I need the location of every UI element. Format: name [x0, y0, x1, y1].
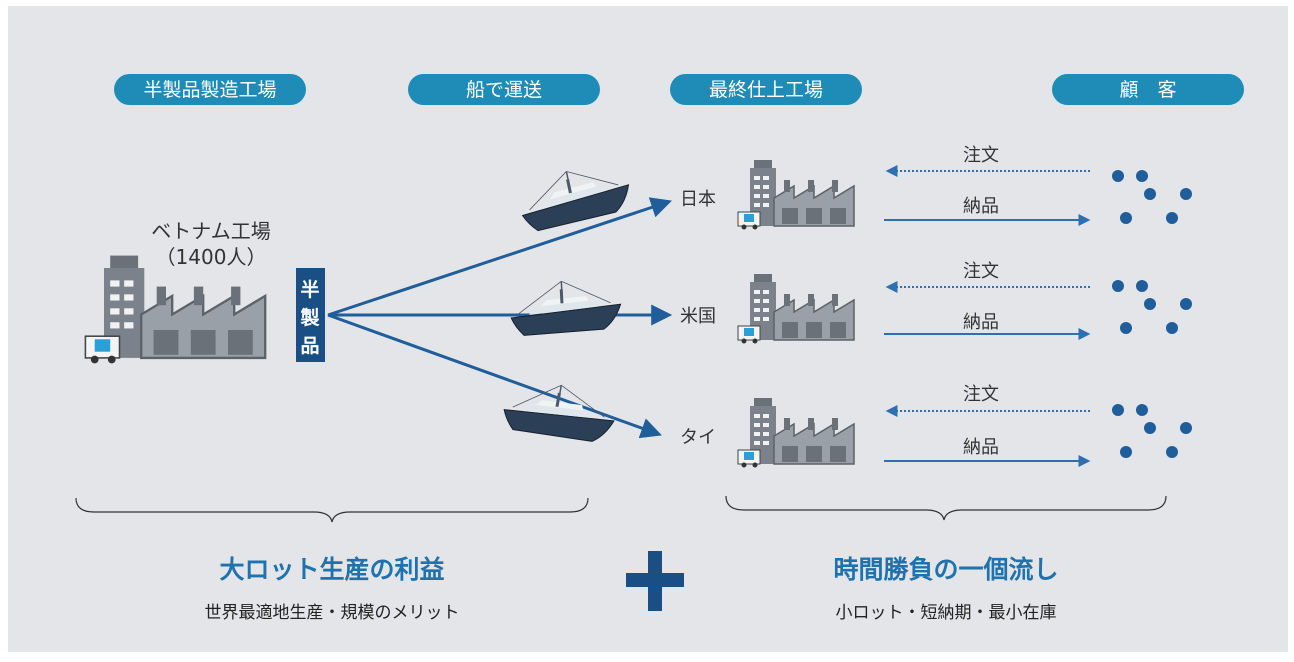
header-ship-transport: 船で運送 [466, 79, 542, 101]
customer-dots-icon [1112, 280, 1192, 334]
order-label: 注文 [963, 145, 999, 166]
pill-semi-product-factory [114, 74, 306, 105]
delivery-label: 納品 [963, 437, 999, 458]
diagram-canvas: 半製品製造工場 船で運送 最終仕上工場 顧 客 ベトナム工場 （1400人） 半… [8, 6, 1288, 652]
factory-icon [737, 397, 855, 469]
pill-ship-transport [408, 74, 600, 105]
flow-diagram: 半製品製造工場 船で運送 最終仕上工場 顧 客 ベトナム工場 （1400人） 半… [75, 74, 1244, 623]
header-pills: 半製品製造工場 船で運送 最終仕上工場 顧 客 [114, 74, 1244, 105]
order-delivery-thailand: 注文 納品 [884, 384, 1091, 467]
order-delivery-usa: 注文 納品 [884, 261, 1091, 340]
customer-dots-icon [1112, 170, 1192, 224]
ship-icon [508, 277, 623, 337]
pill-customer [1052, 74, 1244, 105]
left-summary-title: 大ロット生産の利益 [219, 555, 444, 584]
source-factory-headcount: （1400人） [156, 245, 267, 269]
right-summary-title: 時間勝負の一個流し [833, 555, 1058, 584]
delivery-label: 納品 [963, 312, 999, 333]
semi-product-box [296, 268, 325, 362]
order-label: 注文 [963, 384, 999, 405]
destination-label-thailand: タイ [680, 427, 716, 448]
destination-label-usa: 米国 [680, 306, 716, 327]
source-factory-name: ベトナム工場 [151, 219, 270, 243]
ship-icon [500, 375, 620, 448]
right-brace [725, 495, 1167, 521]
left-summary-subtitle: 世界最適地生産・規模のメリット [205, 603, 460, 623]
plus-icon [626, 551, 684, 611]
route-arrow-japan [327, 197, 672, 317]
order-delivery-japan: 注文 納品 [884, 145, 1091, 226]
left-brace [75, 497, 589, 523]
customer-dots-icon [1112, 404, 1192, 458]
shipping-routes [327, 197, 673, 439]
destination-label-japan: 日本 [680, 189, 716, 210]
order-label: 注文 [963, 261, 999, 282]
ship-icon [514, 158, 635, 234]
right-summary-subtitle: 小ロット・短納期・最小在庫 [836, 603, 1057, 623]
semi-product-char-1: 半 [300, 278, 319, 301]
delivery-label: 納品 [963, 196, 999, 217]
semi-product-char-3: 品 [300, 335, 319, 357]
route-arrow-thailand [327, 313, 662, 439]
semi-product-char-2: 製 [299, 307, 319, 329]
header-semi-product-factory: 半製品製造工場 [143, 79, 276, 101]
pill-final-factory [670, 74, 862, 105]
factory-icon [737, 159, 855, 231]
factory-icon [737, 273, 855, 345]
header-customer: 顧 客 [1119, 79, 1176, 101]
factory-icon [84, 254, 267, 365]
header-final-factory: 最終仕上工場 [709, 79, 823, 101]
